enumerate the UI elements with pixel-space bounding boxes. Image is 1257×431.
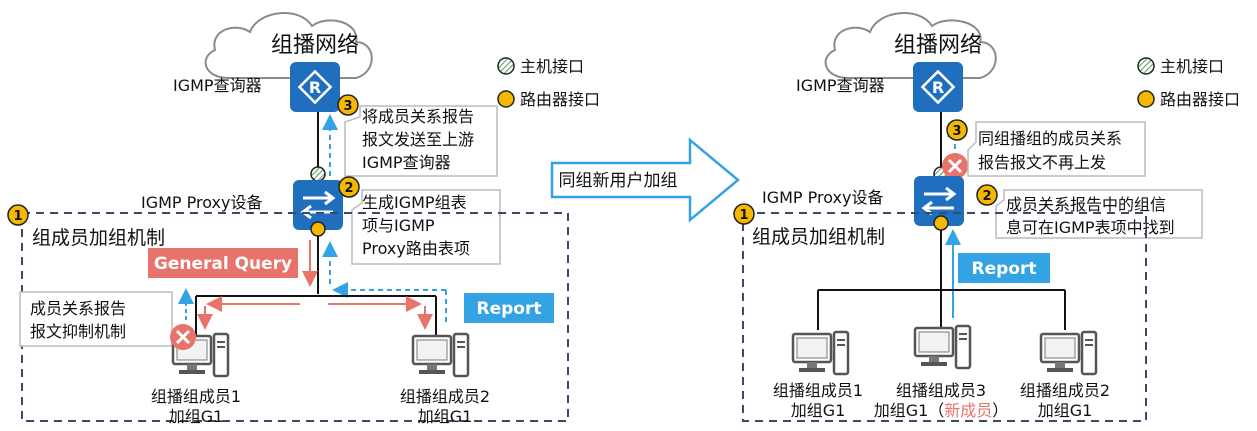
legend-router-label: 路由器接口 xyxy=(520,90,600,109)
step1-number: 1 xyxy=(13,209,22,224)
step2-text-line1: 成员关系报告中的组信 xyxy=(1006,195,1166,214)
querier-label: IGMP查询器 xyxy=(173,76,262,95)
report-text: Report xyxy=(972,259,1037,279)
mechanism-label: 组成员加组机制 xyxy=(32,227,165,249)
proxy-label: IGMP Proxy设备 xyxy=(141,193,263,212)
host-interface-legend-icon xyxy=(1137,57,1155,75)
step1-badge xyxy=(733,203,755,225)
pc-icon-member1[interactable] xyxy=(791,330,850,376)
pc-icon-member2[interactable] xyxy=(1039,330,1098,376)
step3-text-line2: 报告报文不再上发 xyxy=(978,153,1106,172)
step3-text-line2: 报文发送至上游 xyxy=(362,130,474,149)
step2-badge xyxy=(976,184,998,206)
new-member-tag: 新成员 xyxy=(944,401,992,420)
cloud-icon xyxy=(824,12,997,79)
cloud-label: 组播网络 xyxy=(894,33,982,58)
router-icon[interactable] xyxy=(290,62,340,112)
proxy-label: IGMP Proxy设备 xyxy=(762,188,884,207)
left-panel: 组播网络 IGMP查询器 主机接口 路由器接口 3 将成员关系报告 报文发送至上… xyxy=(7,12,600,426)
mechanism-label: 组成员加组机制 xyxy=(752,226,885,248)
step3-number: 3 xyxy=(343,99,352,114)
transition-label: 同组新用户加组 xyxy=(559,171,678,191)
member1-line2: 加组G1 xyxy=(791,401,846,420)
step2-text-line2: 息可在IGMP表项中找到 xyxy=(1006,218,1175,237)
step2-number: 2 xyxy=(982,189,991,204)
right-panel: 组播网络 IGMP查询器 主机接口 路由器接口 3 同组播组的成员关系 报告报文… xyxy=(733,12,1240,422)
suppression-callout xyxy=(19,291,173,347)
cloud-label: 组播网络 xyxy=(271,33,359,58)
report-badge xyxy=(464,293,554,323)
step3-text-line3: IGMP查询器 xyxy=(362,153,451,172)
legend-host-label: 主机接口 xyxy=(1160,57,1224,76)
step3-text-line1: 将成员关系报告 xyxy=(362,107,474,126)
router-icon[interactable] xyxy=(913,62,963,112)
general-query-text: General Query xyxy=(154,254,292,274)
step1-number: 1 xyxy=(739,208,748,223)
pc-icon-member3[interactable] xyxy=(913,324,972,370)
member3-group: 加组G1（ xyxy=(874,401,945,420)
host-interface-legend-icon xyxy=(497,57,515,75)
router-interface-legend-icon xyxy=(1137,90,1155,108)
member2-line1: 组播组成员2 xyxy=(400,387,490,406)
member3-line2: 加组G1（新成员） xyxy=(874,401,1009,420)
step2-number: 2 xyxy=(344,181,353,196)
step2-text-line3: Proxy路由表项 xyxy=(362,239,470,258)
router-interface-dot xyxy=(933,215,949,231)
legend-host-label: 主机接口 xyxy=(520,57,584,76)
member2-line1: 组播组成员2 xyxy=(1020,381,1110,400)
legend-router-label: 路由器接口 xyxy=(1160,90,1240,109)
member2-line2: 加组G1 xyxy=(418,407,473,426)
transition-arrow: 同组新用户加组 xyxy=(550,137,740,223)
step2-text-line2: 项与IGMP xyxy=(362,216,435,235)
router-interface-dot xyxy=(310,221,326,237)
cloud-icon xyxy=(204,12,373,79)
step3-badge xyxy=(946,119,968,141)
member3-close: ） xyxy=(992,401,1008,420)
member1-line1: 组播组成员1 xyxy=(773,381,863,400)
host-interface-dot xyxy=(310,166,326,182)
mechanism-box xyxy=(742,212,1147,422)
general-query-badge xyxy=(148,248,298,278)
report-badge xyxy=(958,253,1050,283)
report-text: Report xyxy=(477,299,542,319)
member2-line2: 加组G1 xyxy=(1038,401,1093,420)
suppression-line1: 成员关系报告 xyxy=(30,299,126,318)
suppression-line2: 报文抑制机制 xyxy=(30,322,126,341)
step3-text-line1: 同组播组的成员关系 xyxy=(978,129,1122,148)
member1-line2: 加组G1 xyxy=(169,407,224,426)
step2-text-line1: 生成IGMP组表 xyxy=(362,193,467,212)
member1-line1: 组播组成员1 xyxy=(151,387,241,406)
router-interface-legend-icon xyxy=(497,90,515,108)
step1-badge xyxy=(7,204,29,226)
member3-line1: 组播组成员3 xyxy=(896,381,986,400)
step2-badge xyxy=(338,176,360,198)
querier-label: IGMP查询器 xyxy=(796,76,885,95)
pc-icon-member2[interactable] xyxy=(411,332,470,378)
step3-badge xyxy=(337,94,359,116)
step3-number: 3 xyxy=(952,124,961,139)
